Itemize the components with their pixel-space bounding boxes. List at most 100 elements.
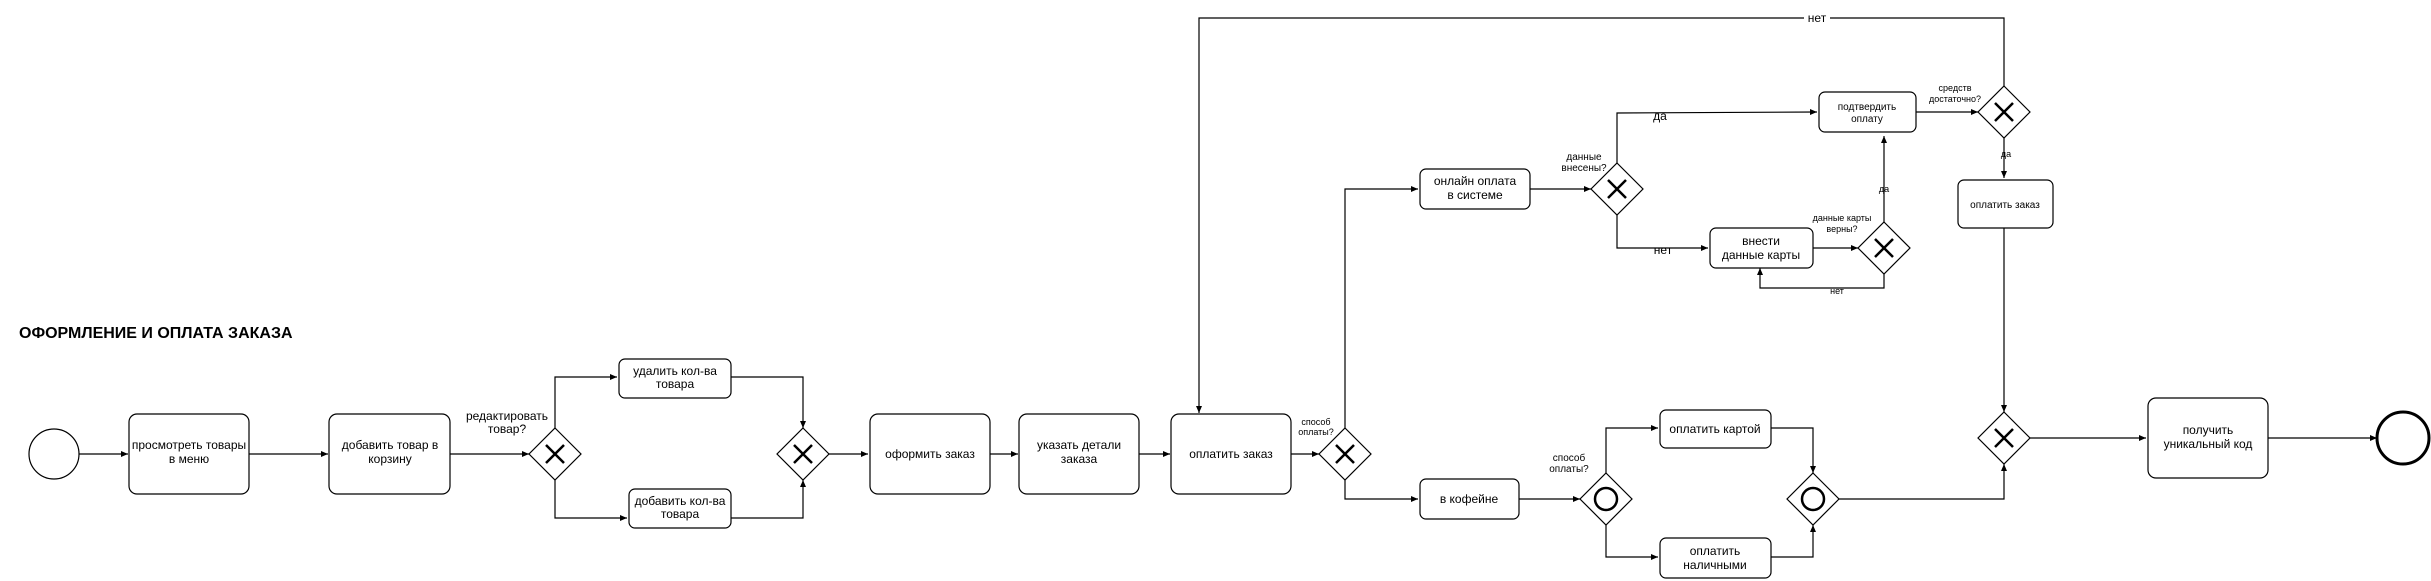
gateway-card-valid xyxy=(1857,221,1911,275)
flow-label-data-yes: да xyxy=(1653,109,1667,123)
gateway-edit-goods xyxy=(528,427,582,481)
label-pay-method-2-2: оплаты? xyxy=(1549,464,1589,475)
task-confirm-pay-line-1: подтвердить xyxy=(1838,102,1896,113)
flow-funds-no xyxy=(1196,17,2005,413)
sequence-flows xyxy=(79,17,2377,560)
label-funds-enough-2: достаточно? xyxy=(1929,94,1981,104)
gateway-funds-enough xyxy=(1977,85,2031,139)
flow-cafe-to-final-merge xyxy=(1839,464,2007,500)
task-enter-card-line-2: данные карты xyxy=(1722,248,1800,262)
task-confirm-pay-line-2: оплату xyxy=(1851,114,1883,125)
task-pay-order-2: оплатить заказ xyxy=(1957,179,2054,229)
gateway-pay-method-2 xyxy=(1579,472,1633,526)
task-pay-order-line-1: оплатить заказ xyxy=(1189,447,1273,461)
task-add-to-cart-line-1: добавить товар в xyxy=(342,438,438,452)
task-pay-card: оплатить картой xyxy=(1659,409,1772,449)
flow-data-no xyxy=(1616,215,1708,251)
task-view-goods-line-2: в меню xyxy=(169,452,209,466)
task-get-code-line-1: получить xyxy=(2183,423,2234,437)
flow-label-card-no: нет xyxy=(1830,286,1844,296)
flow-gateway-to-addqty xyxy=(554,480,627,521)
label-pay-method-2-1: способ xyxy=(1553,452,1586,464)
gateway-pay-method-1 xyxy=(1318,427,1372,481)
task-checkout: оформить заказ xyxy=(869,413,991,495)
task-order-details-line-1: указать детали xyxy=(1037,438,1121,452)
flow-remove-to-merge xyxy=(731,376,806,428)
funds-no-label-bg xyxy=(1804,10,1830,24)
task-pay-card-line-1: оплатить картой xyxy=(1669,422,1760,436)
flow-addqty-to-merge xyxy=(731,480,806,519)
task-pay-cash-line-1: оплатить xyxy=(1690,544,1741,558)
flow-paycash-to-merge xyxy=(1771,525,1816,558)
flow-label-card-yes: да xyxy=(1879,184,1889,194)
task-add-qty-line-2: товара xyxy=(661,507,700,521)
task-remove-qty-line-2: товара xyxy=(656,377,695,391)
task-add-qty-line-1: добавить кол-ва xyxy=(635,494,726,508)
label-data-entered-1: данные xyxy=(1566,152,1602,163)
task-checkout-line-1: оформить заказ xyxy=(885,447,975,461)
task-in-cafe: в кофейне xyxy=(1419,478,1520,520)
task-pay-order: оплатить заказ xyxy=(1170,413,1292,495)
task-pay-cash-line-2: наличными xyxy=(1683,558,1746,572)
label-edit-goods-1: редактировать xyxy=(466,409,548,423)
label-data-entered-2: внесены? xyxy=(1561,163,1607,174)
task-pay-order-2-line-1: оплатить заказ xyxy=(1970,200,2040,211)
gateway-final-merge xyxy=(1977,411,2031,465)
task-online-pay-line-2: в системе xyxy=(1447,188,1503,202)
flow-to-paycard xyxy=(1605,425,1658,473)
label-pay-method-1-2: оплаты? xyxy=(1298,427,1334,437)
flow-label-funds-yes: да xyxy=(2001,149,2011,159)
flow-label-data-no: нет xyxy=(1654,243,1673,257)
task-view-goods-line-1: просмотреть товары xyxy=(132,438,246,452)
gateway-data-entered xyxy=(1590,162,1644,216)
flow-to-paycash xyxy=(1605,525,1658,560)
label-card-valid-1: данные карты xyxy=(1813,213,1872,223)
gateway-merge-cafe xyxy=(1786,472,1840,526)
label-pay-method-1-1: способ xyxy=(1301,417,1330,427)
end-event xyxy=(2375,410,2431,466)
label-edit-goods-2: товар? xyxy=(488,422,527,436)
task-enter-card-line-1: внести xyxy=(1742,234,1780,248)
flow-to-cafe xyxy=(1344,480,1418,502)
task-get-code-line-2: уникальный код xyxy=(2164,437,2253,451)
flow-to-online xyxy=(1344,186,1418,428)
task-remove-qty-line-1: удалить кол-ва xyxy=(633,364,717,378)
diagram-title: ОФОРМЛЕНИЕ И ОПЛАТА ЗАКАЗА xyxy=(19,325,293,342)
task-online-pay-line-1: онлайн оплата xyxy=(1434,174,1517,188)
task-order-details-line-2: заказа xyxy=(1061,452,1098,466)
flow-label-funds-no: нет xyxy=(1808,11,1827,25)
flow-paycard-to-merge xyxy=(1771,427,1816,473)
gateway-merge-edit xyxy=(776,427,830,481)
flow-gateway-to-remove xyxy=(554,374,617,428)
label-card-valid-2: верны? xyxy=(1826,224,1857,234)
start-event xyxy=(28,428,80,480)
task-in-cafe-line-1: в кофейне xyxy=(1440,492,1499,506)
